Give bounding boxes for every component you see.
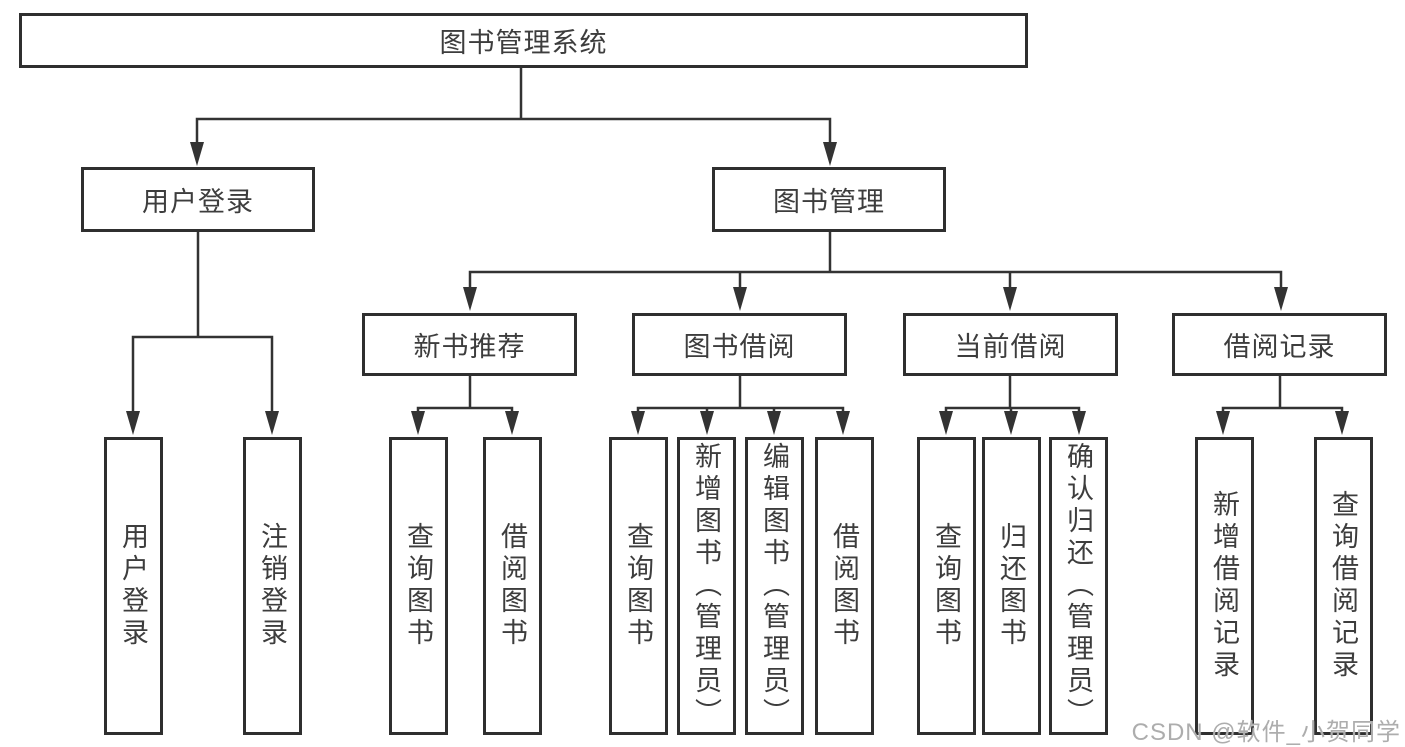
leaf-logout: 注销登录 <box>243 437 302 735</box>
arrowhead <box>1072 411 1086 435</box>
arrowhead <box>505 411 519 435</box>
arrowhead <box>631 411 645 435</box>
arrowhead <box>823 142 837 166</box>
leaf-query-books-recommend: 查询图书 <box>389 437 448 735</box>
connector-book-mgmt <box>468 230 1283 292</box>
connector-book-borrowing <box>636 374 845 415</box>
connector-user-login <box>131 230 274 415</box>
arrowhead <box>1003 287 1017 311</box>
arrowhead <box>767 411 781 435</box>
arrowhead <box>733 287 747 311</box>
leaf-query-books-borrow: 查询图书 <box>609 437 668 735</box>
arrowhead <box>126 411 140 435</box>
node-new-book-recommendation: 新书推荐 <box>362 313 577 376</box>
leaf-query-books-current: 查询图书 <box>917 437 976 735</box>
leaf-borrow-books-recommend: 借阅图书 <box>483 437 542 735</box>
arrowhead <box>836 411 850 435</box>
watermark: CSDN @软件_小贺同学 <box>1131 719 1401 746</box>
arrowhead <box>1216 411 1230 435</box>
arrowhead <box>190 142 204 166</box>
node-user-login: 用户登录 <box>81 167 315 232</box>
leaf-borrow-books: 借阅图书 <box>815 437 874 735</box>
node-book-management: 图书管理 <box>712 167 946 232</box>
arrowhead <box>411 411 425 435</box>
leaf-add-books-admin: 新增图书（管理员） <box>677 437 736 735</box>
node-borrowing-records: 借阅记录 <box>1172 313 1387 376</box>
connector-borrowing-records <box>1221 374 1344 415</box>
arrowhead <box>1274 287 1288 311</box>
node-book-borrowing: 图书借阅 <box>632 313 847 376</box>
arrowhead <box>1335 411 1349 435</box>
arrowhead <box>463 287 477 311</box>
arrowhead <box>939 411 953 435</box>
leaf-edit-books-admin: 编辑图书（管理员） <box>745 437 804 735</box>
node-library-system: 图书管理系统 <box>19 13 1028 68</box>
arrowhead <box>265 411 279 435</box>
leaf-add-borrow-record: 新增借阅记录 <box>1195 437 1254 735</box>
leaf-return-books: 归还图书 <box>982 437 1041 735</box>
leaf-user-login: 用户登录 <box>104 437 163 735</box>
leaf-query-borrow-record: 查询借阅记录 <box>1314 437 1373 735</box>
arrowhead <box>1004 411 1018 435</box>
node-current-borrowing: 当前借阅 <box>903 313 1118 376</box>
connector-current-borrowing <box>944 374 1081 415</box>
connector-new-book <box>416 374 514 415</box>
connector-root <box>195 66 832 148</box>
arrowhead <box>700 411 714 435</box>
leaf-confirm-return-admin: 确认归还（管理员） <box>1049 437 1108 735</box>
